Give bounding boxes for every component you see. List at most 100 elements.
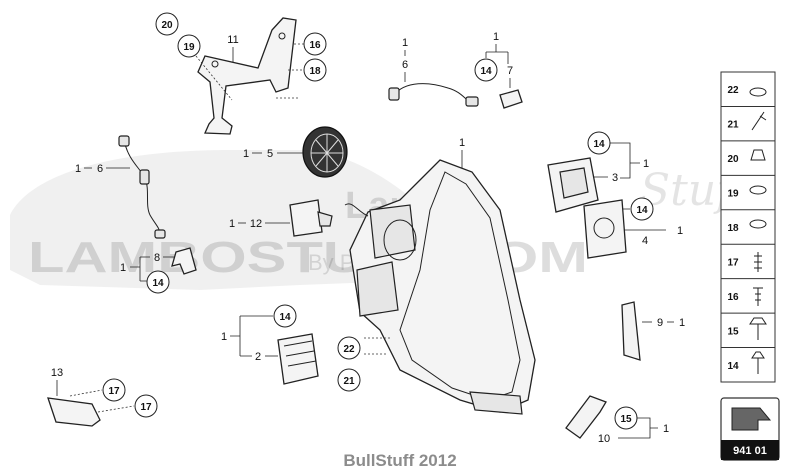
bolt-icon [753,287,763,306]
label-13: 13 [51,367,63,379]
leader [610,142,640,179]
leader [485,44,509,64]
callout-14-module3-label: 14 [593,139,605,150]
callout-14-module4-label: 14 [636,205,648,216]
bracket-group: 20 19 11 16 18 [155,12,327,135]
label-7: 7 [507,65,513,77]
callout-14-top[interactable] [474,58,498,82]
bulb-group: 1 12 [229,199,333,237]
cover-ribs [311,134,343,172]
label-1-top2: 1 [493,31,499,43]
bulb-tip [317,211,333,227]
bolt-icon [751,111,767,131]
callout-14-ballast[interactable] [273,304,297,328]
label-1-left: 1 [75,163,81,175]
callout-22-main[interactable] [337,336,361,360]
lens-group: 9 1 [621,301,685,361]
ballast-mount [356,261,399,317]
badge-label: 941 01 [733,445,767,457]
callout-14-top-label: 14 [480,66,492,77]
dash [97,405,135,413]
reflector [383,219,417,261]
badge-label-bg [721,440,779,460]
callout-14-clip-label: 14 [152,278,164,289]
sidebar-item-22[interactable]: 22 [727,85,739,96]
hardware-sidebar: 22 21 20 19 18 17 16 15 14 [720,71,776,383]
label-10: 10 [598,433,610,445]
label-1-module3: 1 [643,158,649,170]
footer-text: BullStuff 2012 [343,451,456,470]
label-1-nozzle: 1 [663,423,669,435]
washer-icon [749,87,767,97]
left-wire-group: 1 6 [75,135,166,239]
callout-14-ballast-label: 14 [279,312,291,323]
sensor-plug[interactable] [388,87,400,101]
callout-16[interactable] [303,32,327,56]
sidebar-item-19[interactable]: 19 [727,189,739,200]
sensor-cable[interactable] [392,83,473,104]
label-1-clip: 1 [120,262,126,274]
callout-14-module4[interactable] [630,197,654,221]
headlamp-group: 1 22 21 [337,137,536,415]
lens-piece-9[interactable] [621,301,641,361]
label-1-bulb: 1 [229,218,235,230]
label-12: 12 [250,218,262,230]
label-1-cover: 1 [243,148,249,160]
bracket-hole [278,32,286,40]
wire-harness-6[interactable] [123,139,161,235]
ballast-group: 14 1 2 [221,304,319,385]
wire-end[interactable] [154,229,166,239]
side-marker-lamp[interactable] [47,397,101,427]
label-5: 5 [267,148,273,160]
callout-19[interactable] [177,34,201,58]
wire-plug[interactable] [118,135,130,147]
callout-21-main-label: 21 [343,376,355,387]
lamp-module [369,204,416,259]
callout-14-clip[interactable] [146,270,170,294]
housing-bottom [469,391,523,415]
label-1-main: 1 [459,137,465,149]
sidebar-item-20[interactable]: 20 [727,154,739,165]
wire-grommet[interactable] [139,169,150,185]
sensor-head[interactable] [465,96,479,107]
cover-group: 1 5 [243,126,348,178]
sidebar-frame [720,71,776,383]
callout-21-main[interactable] [337,368,361,392]
label-6-left: 6 [97,163,103,175]
sidebar-item-15[interactable]: 15 [727,326,739,337]
washer-nozzle[interactable] [565,395,607,439]
callout-18[interactable] [303,58,327,82]
label-3: 3 [612,172,618,184]
mounting-bracket[interactable] [197,17,297,135]
callout-17-a-label: 17 [108,386,120,397]
connector-7[interactable] [499,89,523,109]
label-1-top: 1 [402,37,408,49]
label-8: 8 [154,252,160,264]
sidebar-item-16[interactable]: 16 [727,292,739,303]
callout-15-label: 15 [620,414,632,425]
leader [230,315,273,357]
screw-icon [751,351,765,374]
label-11: 11 [227,34,238,46]
wire-clip[interactable] [171,247,197,275]
module-4-socket [593,217,615,239]
nut-icon [750,149,766,161]
callout-18-label: 18 [309,66,321,77]
sidebar-item-14[interactable]: 14 [727,361,739,372]
sidebar-item-18[interactable]: 18 [727,223,739,234]
sidebar-item-17[interactable]: 17 [727,257,739,268]
screw-icon [749,317,767,340]
page-badge: 941 01 [720,397,780,461]
callout-17-b-label: 17 [140,402,152,413]
dash [69,389,103,397]
callout-17-b[interactable] [134,394,158,418]
xenon-bulb[interactable] [289,199,323,237]
watermark-car-icon [10,150,430,290]
sidelamp-group: 13 17 17 [47,367,158,427]
ballast-unit[interactable] [277,333,319,385]
sidebar-item-21[interactable]: 21 [727,120,739,131]
callout-20[interactable] [155,12,179,36]
callout-17-a[interactable] [102,378,126,402]
ballast-fins [283,340,317,367]
control-module-4[interactable] [583,199,627,259]
